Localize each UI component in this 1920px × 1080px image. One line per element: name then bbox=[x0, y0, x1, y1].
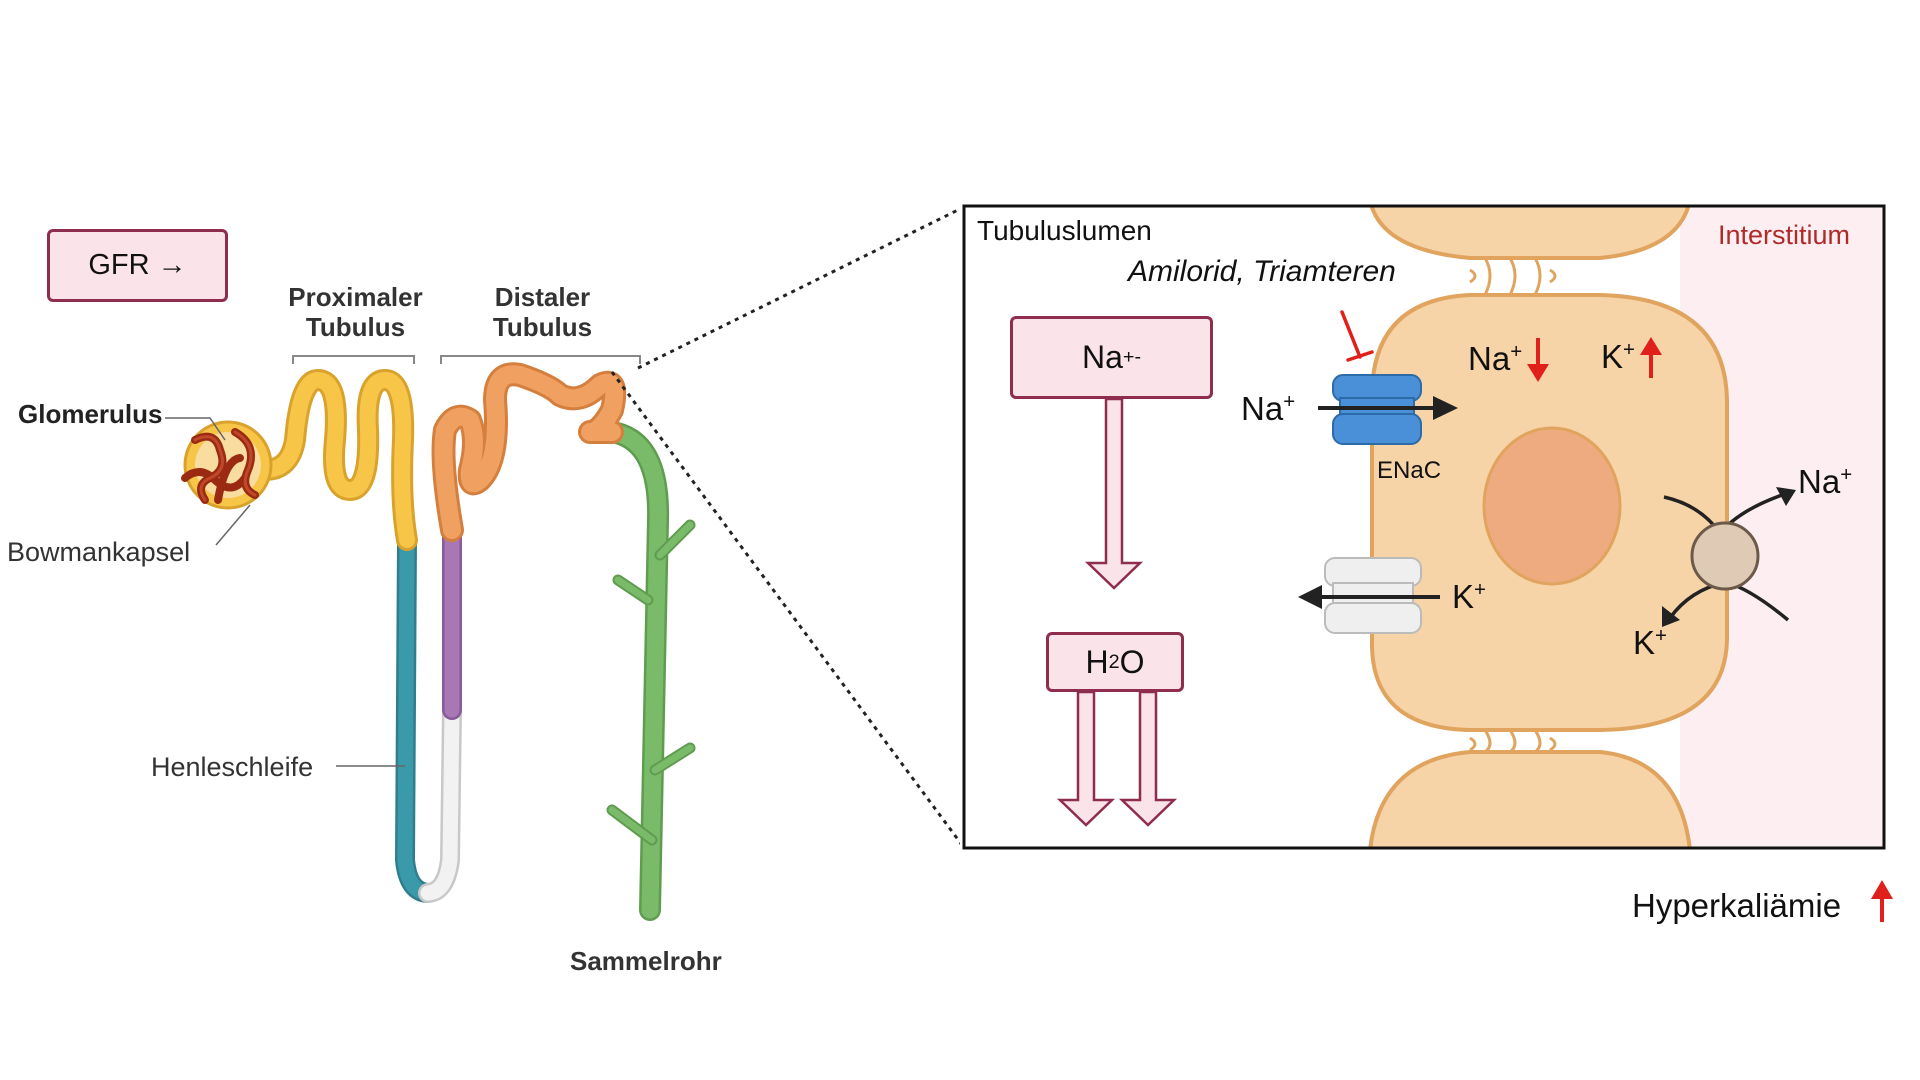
pump-na-label: Na+ bbox=[1798, 463, 1852, 501]
distal-label-line2: Tubulus bbox=[492, 311, 593, 342]
k-cell-label: K+ bbox=[1601, 338, 1635, 376]
nephron-illustration bbox=[165, 207, 960, 921]
lower-neighbor-cell bbox=[1368, 750, 1692, 848]
henle-label: Henleschleife bbox=[151, 752, 314, 782]
na-lumen-sup: + bbox=[1283, 390, 1296, 413]
glomerulus-leader bbox=[165, 417, 226, 441]
henle-loop bbox=[394, 520, 462, 903]
glomerulus bbox=[181, 420, 273, 510]
h2o-sub: 2 bbox=[1108, 650, 1120, 673]
na-lumen-label: Na+ bbox=[1241, 390, 1295, 428]
na-water-arrow bbox=[1084, 397, 1144, 590]
glomerulus-label: Glomerulus bbox=[18, 399, 163, 429]
k-channel bbox=[1324, 557, 1422, 634]
lumen-label: Tubuluslumen bbox=[977, 215, 1152, 246]
proximal-label: Proximaler Tubulus bbox=[278, 282, 433, 343]
water-arrows bbox=[1056, 690, 1178, 827]
pump-k-label: K+ bbox=[1633, 624, 1667, 662]
inhibition-mark bbox=[1340, 310, 1374, 362]
h2o-base-o: O bbox=[1119, 643, 1145, 680]
k-cell-base: K bbox=[1601, 338, 1624, 375]
k-out-sup: + bbox=[1474, 578, 1486, 601]
distal-bracket bbox=[440, 355, 641, 364]
proximal-label-line2: Tubulus bbox=[305, 311, 406, 342]
na-k-pump bbox=[1662, 487, 1796, 627]
na-lumen-base: Na bbox=[1241, 390, 1284, 427]
enac-label: ENaC bbox=[1377, 457, 1442, 484]
upper-neighbor-cell bbox=[1369, 206, 1691, 260]
panel-border bbox=[962, 204, 1886, 850]
tight-junctions bbox=[1469, 257, 1557, 754]
na-decrease-arrow bbox=[1527, 338, 1549, 382]
interstitium-label: Interstitium bbox=[1718, 220, 1851, 250]
distal-label-line1: Distaler bbox=[494, 282, 591, 312]
pump-na-base: Na bbox=[1798, 463, 1841, 500]
proximal-label-line1: Proximaler bbox=[288, 282, 423, 312]
proximal-bracket bbox=[292, 355, 415, 364]
zoom-line-top bbox=[637, 207, 960, 370]
drug-label: Amilorid, Triamteren bbox=[1128, 255, 1396, 288]
k-cell-sup: + bbox=[1623, 338, 1635, 361]
bowman-leader bbox=[215, 504, 251, 546]
nucleus bbox=[1482, 426, 1622, 586]
collecting-duct-label: Sammelrohr bbox=[570, 946, 722, 976]
pump-na-sup: + bbox=[1840, 463, 1853, 486]
bowman-label: Bowmankapsel bbox=[7, 537, 191, 567]
distal-label: Distaler Tubulus bbox=[470, 282, 615, 343]
na-box-sup: +- bbox=[1122, 346, 1142, 368]
proximal-tubule bbox=[254, 369, 418, 551]
hyperkalemia-label: Hyperkaliämie bbox=[1632, 887, 1842, 924]
na-box-base: Na bbox=[1081, 339, 1123, 375]
gfr-label: GFR → bbox=[88, 249, 187, 281]
k-increase-arrow bbox=[1640, 337, 1662, 378]
enac-channel bbox=[1332, 374, 1422, 445]
h2o-base-h: H bbox=[1085, 643, 1109, 680]
gfr-indicator: GFR → bbox=[47, 229, 228, 302]
pump-k-sup: + bbox=[1655, 624, 1667, 647]
distal-tubule bbox=[431, 362, 627, 542]
k-out-base: K bbox=[1452, 578, 1475, 615]
hyperkalemia-arrow bbox=[1871, 880, 1893, 922]
k-out-label: K+ bbox=[1452, 578, 1486, 616]
na-box: Na+- bbox=[1010, 316, 1213, 399]
na-cell-sup: + bbox=[1510, 340, 1523, 363]
pump-k-base: K bbox=[1633, 624, 1656, 661]
na-cell-base: Na bbox=[1468, 340, 1511, 377]
na-cell-label: Na+ bbox=[1468, 340, 1522, 378]
